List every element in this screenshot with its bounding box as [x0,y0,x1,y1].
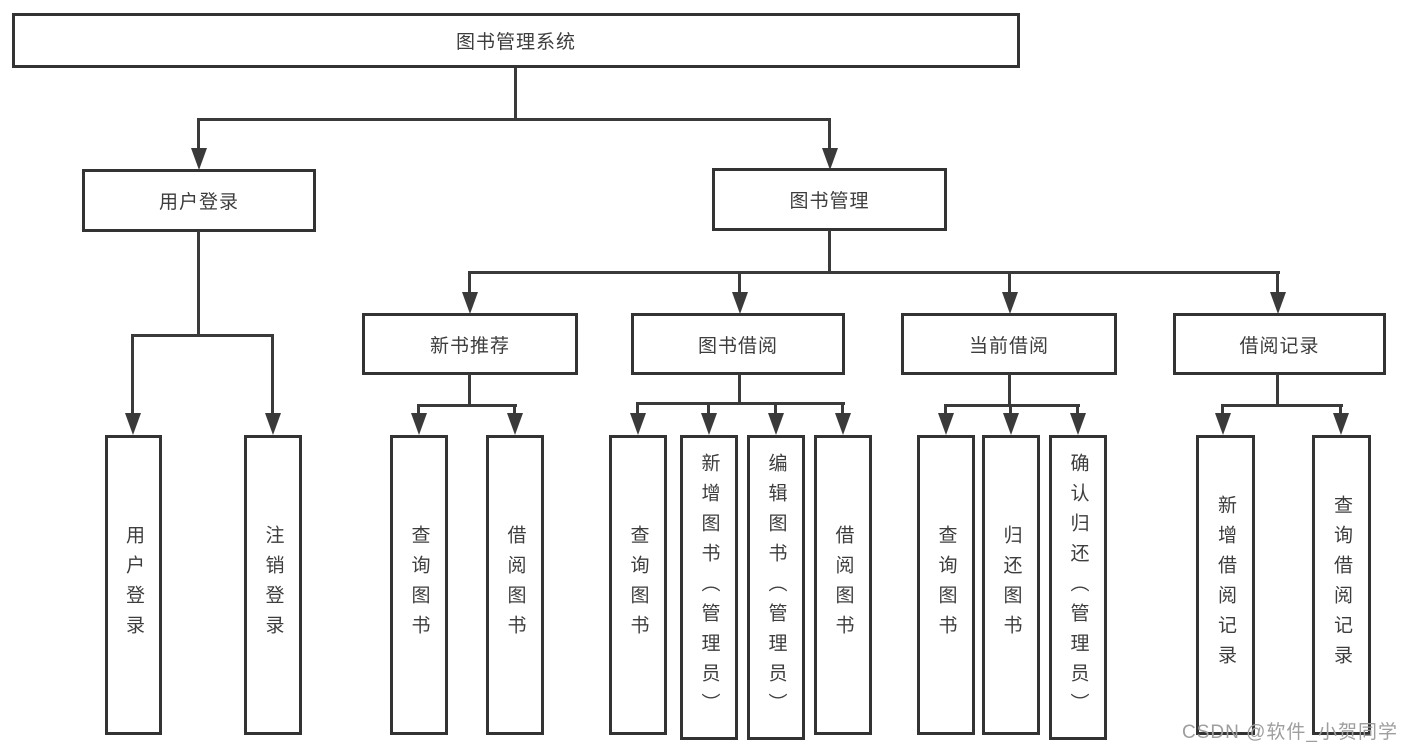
connector-line [131,334,274,337]
csdn-watermark: CSDN @软件_小贺同学 [1182,722,1398,743]
leaf-recommend-borrow-books-label: 借阅图书 [504,525,526,645]
node-user-login-label: 用户登录 [158,192,239,213]
connector-line [944,404,947,417]
leaf-recommend-query-books: 查询图书 [390,435,448,735]
arrowhead-down-icon [1270,292,1286,314]
leaf-current-query-books-label: 查询图书 [935,525,957,645]
connector-line [636,402,845,405]
connector-line [1076,404,1079,417]
arrowhead-down-icon [701,413,717,435]
node-new-book-recommend-label: 新书推荐 [429,335,510,357]
leaf-edit-books-admin: 编辑图书（管理员） [747,435,805,740]
connector-line [271,334,274,416]
arrowhead-down-icon [411,413,427,435]
leaf-recommend-query-books-label: 查询图书 [408,525,430,645]
arrowhead-down-icon [768,413,784,435]
leaf-borrow-books: 借阅图书 [814,435,872,735]
arrowhead-down-icon [630,413,646,435]
connector-line [514,68,517,121]
node-book-borrow-label: 图书借阅 [697,335,778,357]
connector-line [1276,374,1279,407]
leaf-borrow-books-label: 借阅图书 [832,525,854,645]
leaf-add-books-admin-label: 新增图书（管理员） [698,452,720,723]
node-book-management: 图书管理 [712,168,947,231]
node-current-borrow-label: 当前借阅 [968,335,1049,357]
node-root: 图书管理系统 [12,13,1020,68]
connector-line [841,402,844,416]
connector-line [828,118,831,152]
leaf-query-borrow-record-label: 查询借阅记录 [1331,495,1352,675]
connector-line [468,374,471,407]
node-current-borrow: 当前借阅 [901,313,1117,375]
leaf-confirm-return-admin: 确认归还（管理员） [1049,435,1107,740]
connector-line [1008,374,1011,407]
leaf-user-login-label: 用户登录 [123,525,144,645]
leaf-logout-label: 注销登录 [262,525,284,645]
connector-line [1009,404,1012,417]
connector-line [828,230,831,274]
arrowhead-down-icon [125,413,141,435]
leaf-borrow-query-books: 查询图书 [609,435,667,735]
connector-line [1221,404,1343,407]
node-user-login: 用户登录 [82,169,316,232]
arrowhead-down-icon [938,413,954,435]
connector-line [1221,404,1224,417]
leaf-user-login: 用户登录 [105,435,162,735]
leaf-recommend-borrow-books: 借阅图书 [486,435,544,735]
connector-line [417,404,517,407]
leaf-add-books-admin: 新增图书（管理员） [680,435,738,740]
connector-line [131,334,134,416]
arrowhead-down-icon [1003,413,1019,435]
arrowhead-down-icon [1333,413,1349,435]
arrowhead-down-icon [507,413,523,435]
connector-line [1008,271,1011,296]
arrowhead-down-icon [265,413,281,435]
leaf-edit-books-admin-label: 编辑图书（管理员） [765,452,787,723]
connector-line [1276,271,1279,296]
node-book-management-label: 图书管理 [789,191,870,212]
connector-line [197,118,831,121]
arrowhead-down-icon [835,413,851,435]
leaf-confirm-return-admin-label: 确认归还（管理员） [1067,452,1089,723]
arrowhead-down-icon [1070,413,1086,435]
leaf-add-borrow-record-label: 新增借阅记录 [1215,495,1236,675]
arrowhead-down-icon [1002,292,1018,314]
leaf-add-borrow-record: 新增借阅记录 [1196,435,1255,735]
connector-line [738,271,741,296]
arrowhead-down-icon [822,148,838,170]
connector-line [944,404,1080,407]
node-new-book-recommend: 新书推荐 [362,313,578,375]
arrowhead-down-icon [732,292,748,314]
leaf-query-borrow-record: 查询借阅记录 [1312,435,1371,735]
connector-line [417,404,420,417]
connector-line [774,402,777,416]
node-book-borrow: 图书借阅 [631,313,845,375]
connector-line [468,271,471,296]
arrowhead-down-icon [1215,413,1231,435]
node-root-label: 图书管理系统 [455,32,576,53]
connector-line [468,271,1280,274]
leaf-borrow-query-books-label: 查询图书 [627,525,649,645]
arrowhead-down-icon [462,292,478,314]
connector-line [513,404,516,417]
leaf-current-query-books: 查询图书 [917,435,975,735]
connector-line [707,402,710,416]
connector-line [738,374,741,405]
node-borrow-records-label: 借阅记录 [1239,335,1320,357]
arrowhead-down-icon [191,148,207,170]
connector-line [197,118,200,152]
leaf-return-books-label: 归还图书 [1000,525,1022,645]
connector-line [1339,404,1342,417]
connector-line [197,231,200,337]
connector-line [636,402,639,416]
leaf-return-books: 归还图书 [982,435,1040,735]
node-borrow-records: 借阅记录 [1173,313,1386,375]
leaf-logout: 注销登录 [244,435,302,735]
